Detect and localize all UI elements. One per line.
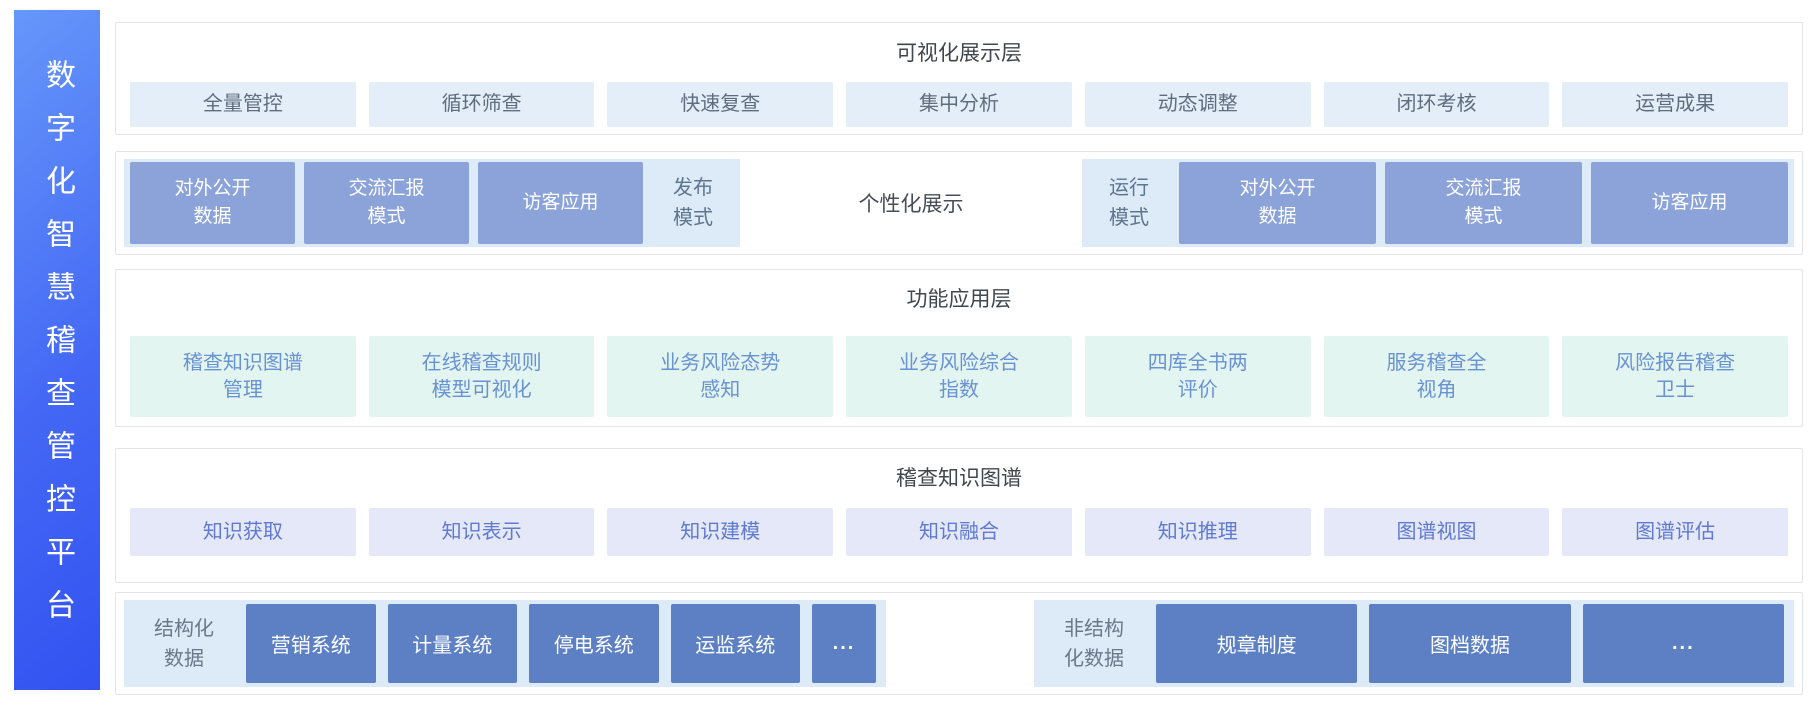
run-mode-box: 访客应用 bbox=[1591, 162, 1788, 244]
section-knowledge-graph: 稽查知识图谱 知识获取 知识表示 知识建模 知识融合 知识推理 图谱视图 图谱评… bbox=[115, 448, 1803, 583]
graph-item: 知识融合 bbox=[846, 508, 1072, 556]
section-display-modes: 对外公开 数据 交流汇报 模式 访客应用 发布 模式 个性化展示 运行 模式 对… bbox=[115, 151, 1803, 255]
function-item: 四库全书两 评价 bbox=[1084, 336, 1311, 417]
visual-item: 运营成果 bbox=[1562, 82, 1789, 127]
knowledge-graph-items: 知识获取 知识表示 知识建模 知识融合 知识推理 图谱视图 图谱评估 bbox=[130, 508, 1789, 556]
platform-title-bar: 数字化智慧稽查管控平台 bbox=[14, 10, 100, 690]
visual-item: 闭环考核 bbox=[1323, 82, 1550, 127]
section-function-layer: 功能应用层 稽查知识图谱 管理 在线稽查规则 模型可视化 业务风险态势 感知 业… bbox=[115, 269, 1803, 427]
run-mode-label: 运行 模式 bbox=[1109, 177, 1149, 229]
structured-data-more-box: ... bbox=[812, 604, 876, 683]
unstructured-data-box: 图档数据 bbox=[1369, 604, 1571, 683]
function-layer-title: 功能应用层 bbox=[906, 288, 1012, 311]
structured-data-box: 停电系统 bbox=[529, 604, 659, 683]
graph-item: 知识表示 bbox=[368, 508, 595, 556]
function-item: 稽查知识图谱 管理 bbox=[130, 336, 356, 417]
publish-mode-label: 发布 模式 bbox=[673, 177, 713, 229]
graph-item: 知识建模 bbox=[607, 508, 834, 556]
section-visual-layer: 可视化展示层 全量管控 循环筛查 快速复查 集中分析 动态调整 闭环考核 运营成… bbox=[115, 22, 1803, 135]
function-item: 业务风险态势 感知 bbox=[607, 336, 834, 417]
visual-item: 集中分析 bbox=[846, 82, 1072, 127]
knowledge-graph-title: 稽查知识图谱 bbox=[896, 467, 1022, 490]
function-layer-items: 稽查知识图谱 管理 在线稽查规则 模型可视化 业务风险态势 感知 业务风险综合 … bbox=[130, 336, 1789, 417]
visual-item: 动态调整 bbox=[1084, 82, 1311, 127]
function-item: 业务风险综合 指数 bbox=[846, 336, 1072, 417]
platform-title: 数字化智慧稽查管控平台 bbox=[41, 58, 74, 642]
function-item: 在线稽查规则 模型可视化 bbox=[368, 336, 595, 417]
graph-item: 图谱评估 bbox=[1562, 508, 1789, 556]
graph-item: 知识获取 bbox=[130, 508, 356, 556]
function-item: 风险报告稽查 卫士 bbox=[1562, 336, 1789, 417]
section-data-layer: 结构化 数据 营销系统 计量系统 停电系统 运监系统 ... 非结构 化数据 规… bbox=[115, 592, 1803, 695]
unstructured-data-label: 非结构 化数据 bbox=[1064, 617, 1124, 670]
visual-item: 循环筛查 bbox=[368, 82, 595, 127]
run-mode-box: 交流汇报 模式 bbox=[1385, 162, 1582, 244]
personalized-display-label: 个性化展示 bbox=[858, 193, 964, 216]
run-mode-group: 运行 模式 对外公开 数据 交流汇报 模式 访客应用 bbox=[1082, 159, 1794, 247]
unstructured-data-box: 规章制度 bbox=[1156, 604, 1358, 683]
publish-mode-group: 对外公开 数据 交流汇报 模式 访客应用 发布 模式 bbox=[124, 159, 740, 247]
structured-data-box: 计量系统 bbox=[387, 604, 517, 683]
structured-data-group: 结构化 数据 营销系统 计量系统 停电系统 运监系统 ... bbox=[124, 600, 886, 687]
visual-layer-title: 可视化展示层 bbox=[896, 42, 1022, 65]
structured-data-label: 结构化 数据 bbox=[154, 617, 214, 670]
publish-mode-box: 交流汇报 模式 bbox=[304, 162, 469, 244]
function-item: 服务稽查全 视角 bbox=[1323, 336, 1550, 417]
structured-data-box: 营销系统 bbox=[246, 604, 376, 683]
publish-mode-box: 对外公开 数据 bbox=[130, 162, 295, 244]
run-mode-box: 对外公开 数据 bbox=[1179, 162, 1376, 244]
unstructured-data-more-box: ... bbox=[1582, 604, 1784, 683]
visual-item: 全量管控 bbox=[130, 82, 356, 127]
unstructured-data-group: 非结构 化数据 规章制度 图档数据 ... bbox=[1034, 600, 1794, 687]
structured-data-box: 运监系统 bbox=[670, 604, 800, 683]
publish-mode-box: 访客应用 bbox=[478, 162, 643, 244]
graph-item: 知识推理 bbox=[1084, 508, 1311, 556]
graph-item: 图谱视图 bbox=[1323, 508, 1550, 556]
visual-layer-items: 全量管控 循环筛查 快速复查 集中分析 动态调整 闭环考核 运营成果 bbox=[130, 82, 1789, 127]
visual-item: 快速复查 bbox=[607, 82, 834, 127]
diagram-content: 可视化展示层 全量管控 循环筛查 快速复查 集中分析 动态调整 闭环考核 运营成… bbox=[115, 22, 1803, 710]
